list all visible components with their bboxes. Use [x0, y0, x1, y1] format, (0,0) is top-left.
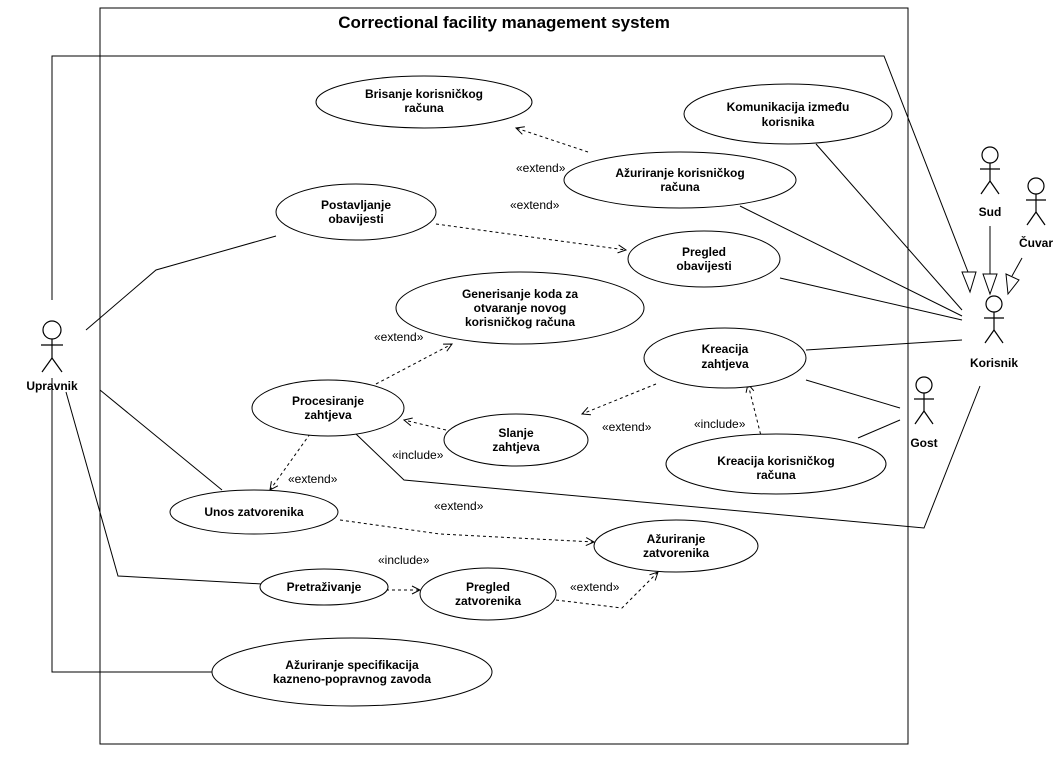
actor-upravnik-label: Upravnik [26, 379, 78, 393]
system-boundary [99, 7, 909, 745]
uc-pretrazivanje-line1: Pretraživanje [287, 580, 362, 594]
uc-slanje[interactable]: Slanje zahtjeva [443, 413, 589, 467]
uc-azuriranje-specifikacije[interactable]: Ažuriranje specifikacija kazneno-popravn… [211, 637, 493, 707]
actor-gost-label: Gost [910, 436, 937, 450]
dep-slanje-procesiranje [404, 420, 447, 431]
assoc-upravnik-postavljanje [85, 235, 277, 331]
uc-postavljanje-line2: obavijesti [328, 212, 383, 226]
uc-komunikacija-line1: Komunikacija između [727, 100, 850, 114]
assoc-gost-kreacija-racuna [857, 419, 901, 439]
actor-korisnik[interactable]: Korisnik [970, 295, 1018, 370]
uc-pregled-obavijesti-line2: obavijesti [676, 259, 731, 273]
uc-azuriranje-zatvorenika-line1: Ažuriranje [647, 532, 706, 546]
system-title: Correctional facility management system [338, 13, 670, 32]
gen-triangle-sud [982, 273, 998, 296]
dep-racun-kreacija [748, 384, 763, 441]
uc-slanje-line2: zahtjeva [492, 440, 540, 454]
assoc-gost-kreacija-zahtjeva [805, 379, 901, 409]
uc-pregled-obavijesti[interactable]: Pregled obavijesti [627, 230, 781, 288]
uc-azuriranje-racuna-line2: računa [660, 180, 700, 194]
assoc-korisnik-kreacija-zahtjeva [805, 339, 963, 351]
label-extend-6: «extend» [434, 499, 484, 513]
uc-generisanje-line1: Generisanje koda za [462, 287, 578, 301]
uc-azuriranje-specifikacije-line1: Ažuriranje specifikacija [285, 658, 419, 672]
uc-pregled-zatvorenika-line1: Pregled [466, 580, 510, 594]
dep-procesiranje-generisanje [375, 344, 452, 385]
uc-azuriranje-specifikacije-line2: kazneno-popravnog zavoda [273, 672, 431, 686]
label-extend-3: «extend» [374, 330, 424, 344]
uc-kreacija-racuna[interactable]: Kreacija korisničkog računa [665, 433, 887, 495]
uc-azuriranje-racuna-line1: Ažuriranje korisničkog [615, 166, 744, 180]
uc-generisanje-line3: korisničkog računa [465, 315, 575, 329]
uc-kreacija-zahtjeva-line1: Kreacija [702, 342, 749, 356]
assoc-korisnik-azuriranje-racuna [739, 205, 963, 317]
actor-korisnik-label: Korisnik [970, 356, 1018, 370]
uc-brisanje[interactable]: Brisanje korisničkog računa [315, 75, 533, 129]
label-include-1: «include» [694, 417, 746, 431]
uc-unos-line1: Unos zatvorenika [204, 505, 304, 519]
uc-azuriranje-zatvorenika-line2: zatvorenika [643, 546, 709, 560]
actor-gost[interactable]: Gost [910, 376, 938, 450]
assoc-upravnik-pretrazivanje [65, 391, 263, 585]
uc-postavljanje[interactable]: Postavljanje obavijesti [275, 183, 437, 241]
label-extend-4: «extend» [602, 420, 652, 434]
assoc-korisnik-komunikacija [815, 143, 963, 311]
assoc-korisnik-procesiranje [355, 385, 981, 529]
assoc-upravnik-top [51, 55, 969, 300]
actor-sud-label: Sud [979, 205, 1002, 219]
uc-kreacija-racuna-line2: računa [756, 468, 796, 482]
gen-triangle-cuvar [1005, 273, 1020, 296]
uc-procesiranje-line1: Procesiranje [292, 394, 364, 408]
uc-komunikacija[interactable]: Komunikacija između korisnika [683, 83, 893, 145]
label-extend-1: «extend» [516, 161, 566, 175]
uc-pregled-obavijesti-line1: Pregled [682, 245, 726, 259]
dep-kreacija-slanje [582, 383, 657, 414]
actor-cuvar-label: Čuvar [1019, 235, 1053, 250]
dep-postavljanje-pregled [435, 223, 626, 250]
actor-sud[interactable]: Sud [979, 146, 1002, 219]
uc-generisanje-line2: otvaranje novog [474, 301, 567, 315]
uc-azuriranje-racuna[interactable]: Ažuriranje korisničkog računa [563, 151, 797, 209]
uc-procesiranje[interactable]: Procesiranje zahtjeva [251, 379, 405, 437]
uc-pregled-zatvorenika[interactable]: Pregled zatvorenika [419, 567, 557, 621]
dep-azuriranje-brisanje [516, 128, 589, 153]
uc-brisanje-line2: računa [404, 101, 444, 115]
gen-triangle-upravnik [961, 271, 977, 294]
actor-cuvar[interactable]: Čuvar [1019, 177, 1053, 250]
dep-unos-azuriranje [339, 519, 594, 542]
actor-upravnik[interactable]: Upravnik [26, 320, 78, 393]
assoc-korisnik-pregled-obavijesti [779, 277, 963, 321]
uc-generisanje[interactable]: Generisanje koda za otvaranje novog kori… [395, 271, 645, 345]
uc-azuriranje-zatvorenika[interactable]: Ažuriranje zatvorenika [593, 519, 759, 573]
uc-kreacija-zahtjeva-line2: zahtjeva [701, 357, 749, 371]
uc-procesiranje-line2: zahtjeva [304, 408, 352, 422]
uc-unos[interactable]: Unos zatvorenika [169, 489, 339, 535]
uc-pretrazivanje[interactable]: Pretraživanje [259, 568, 389, 606]
label-extend-7: «extend» [570, 580, 620, 594]
assoc-upravnik-unos [99, 389, 223, 491]
uc-slanje-line1: Slanje [498, 426, 534, 440]
uc-postavljanje-line1: Postavljanje [321, 198, 391, 212]
uc-kreacija-racuna-line1: Kreacija korisničkog [717, 454, 834, 468]
uc-komunikacija-line2: korisnika [762, 115, 815, 129]
label-extend-5: «extend» [288, 472, 338, 486]
label-include-2: «include» [392, 448, 444, 462]
uc-brisanje-line1: Brisanje korisničkog [365, 87, 483, 101]
uc-pregled-zatvorenika-line2: zatvorenika [455, 594, 521, 608]
assoc-upravnik-specifikacija [51, 378, 212, 673]
label-include-3: «include» [378, 553, 430, 567]
label-extend-2: «extend» [510, 198, 560, 212]
uc-kreacija-zahtjeva[interactable]: Kreacija zahtjeva [643, 327, 807, 389]
gen-cuvar-korisnik [1011, 257, 1023, 277]
dep-pregled-azuriranje [555, 572, 658, 609]
